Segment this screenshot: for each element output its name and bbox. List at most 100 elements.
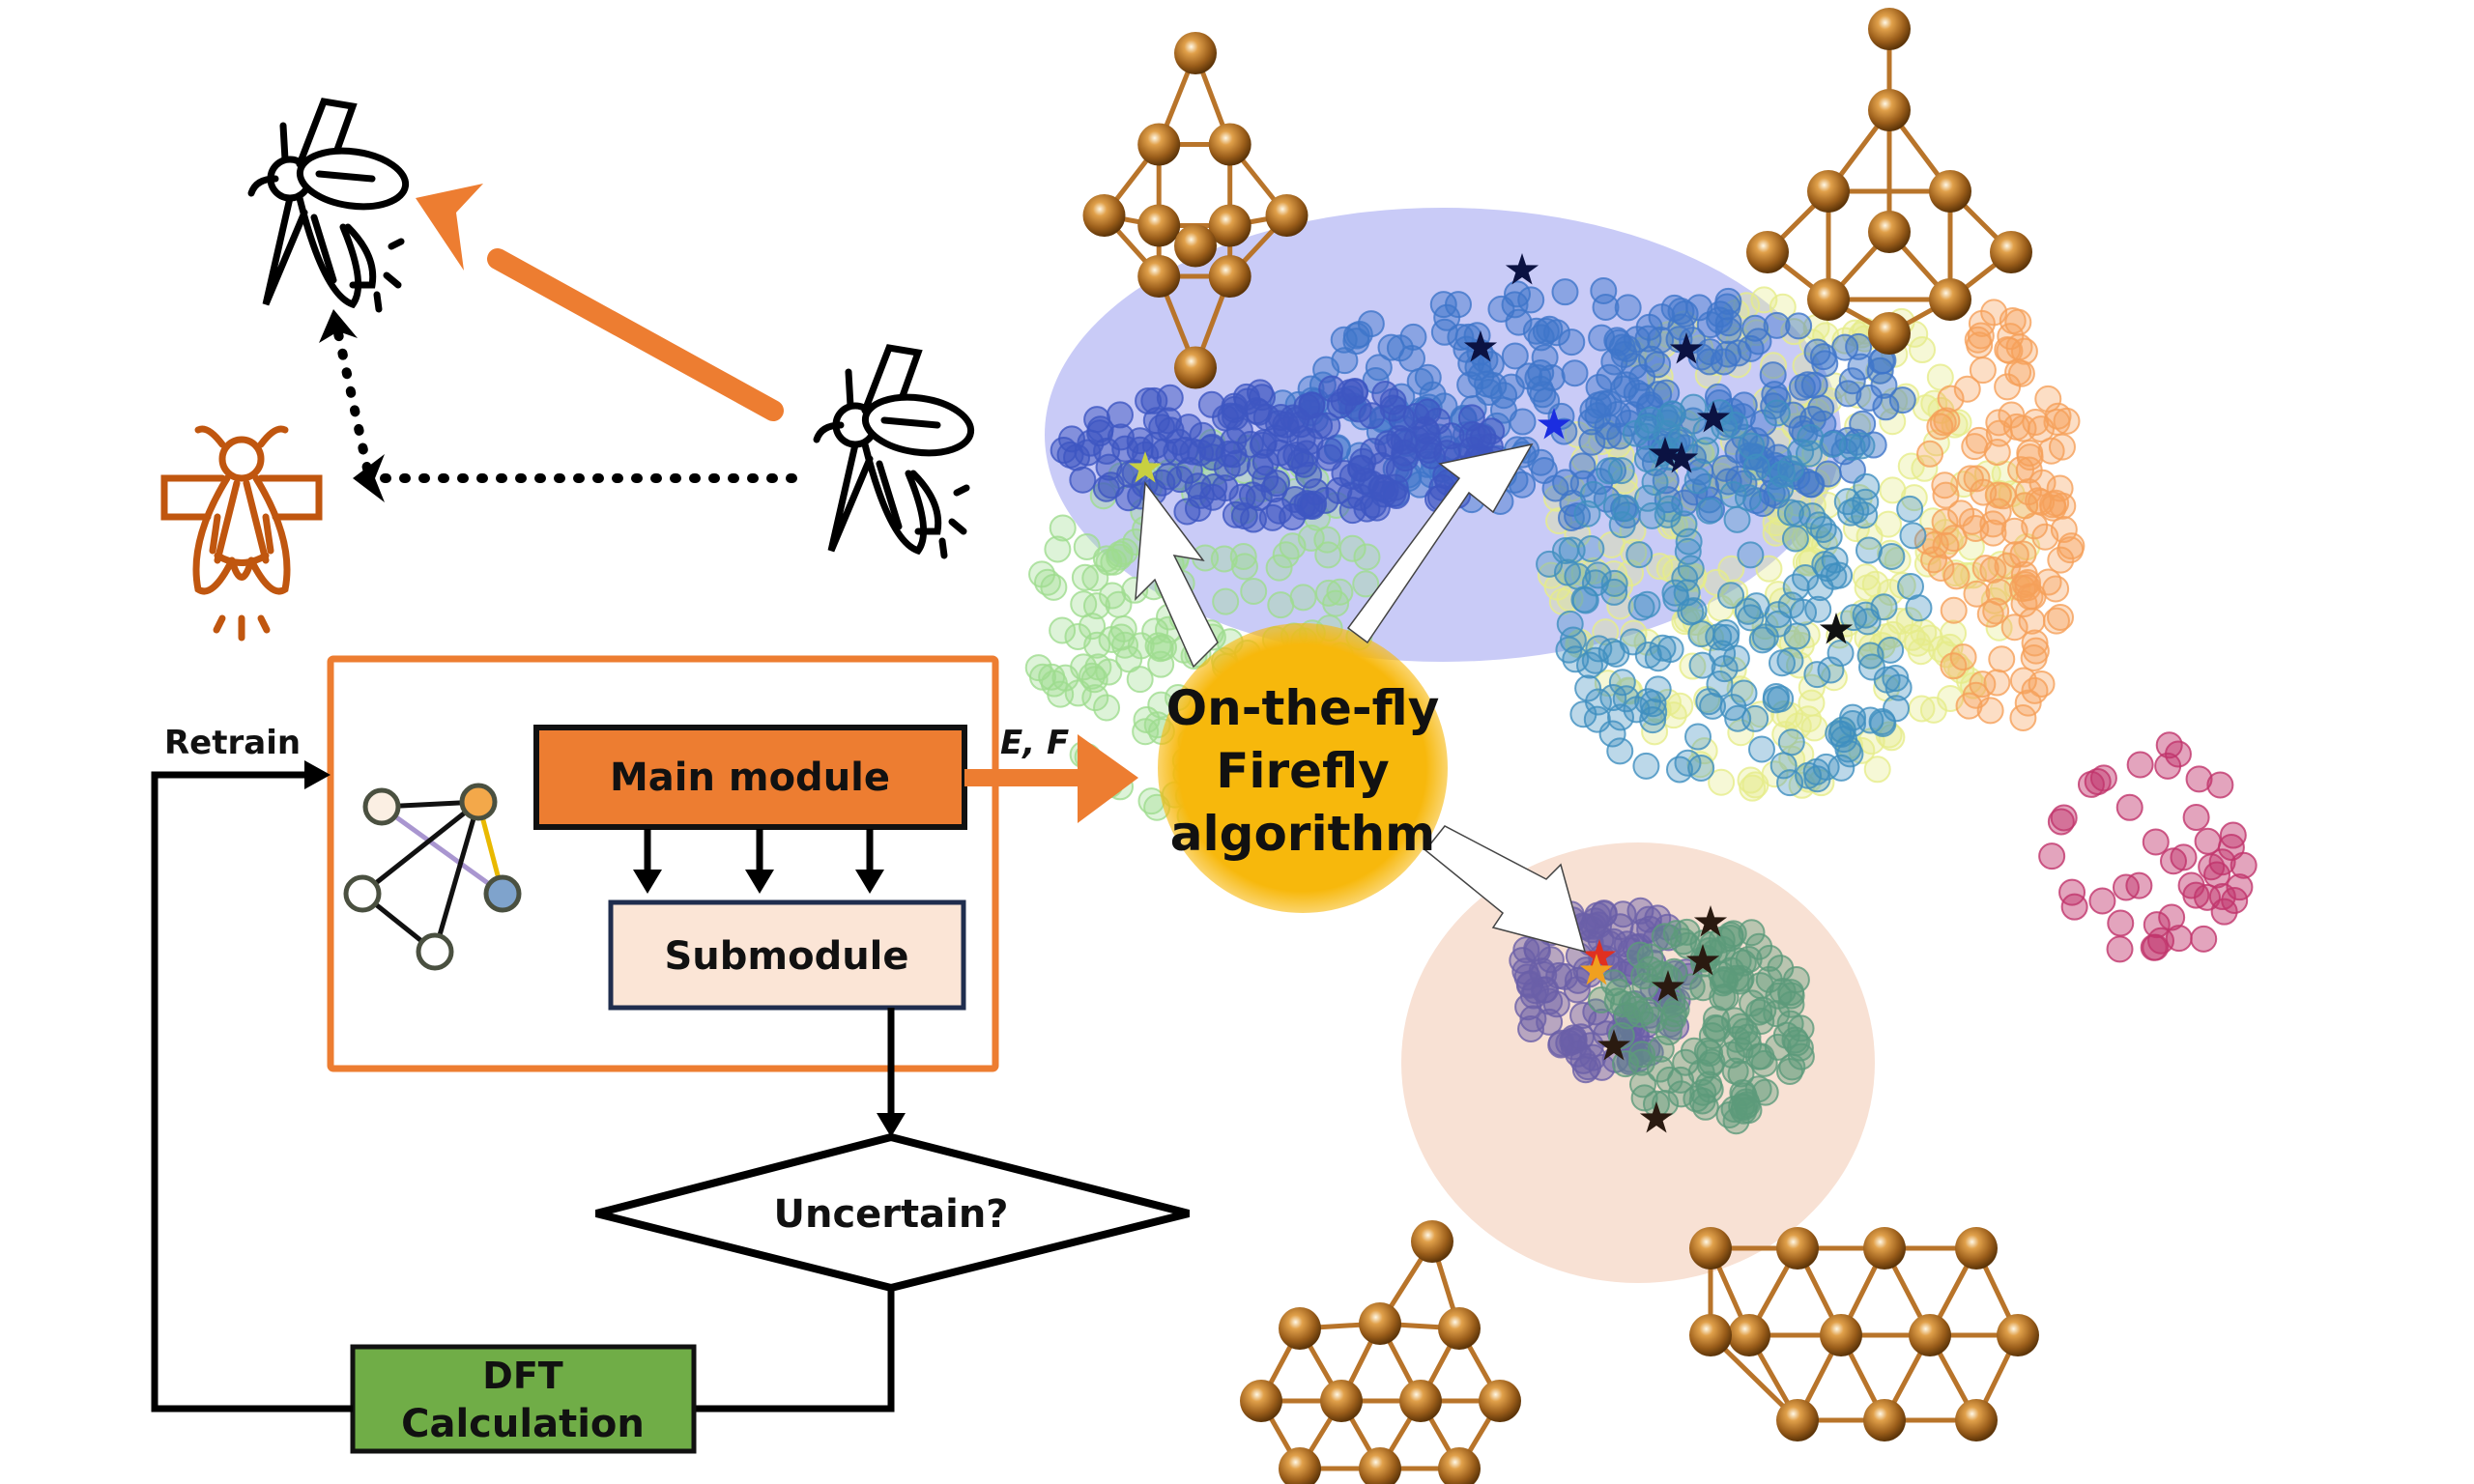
scatter-point bbox=[1737, 541, 1765, 569]
scatter-point bbox=[1674, 749, 1702, 777]
scatter-point bbox=[1606, 737, 1634, 765]
scatter-point bbox=[1415, 436, 1443, 464]
scatter-point bbox=[1985, 578, 2013, 606]
scatter-point bbox=[1576, 651, 1604, 679]
scatter-point bbox=[1630, 962, 1658, 990]
scatter-point bbox=[1523, 937, 1551, 965]
scatter-point bbox=[1141, 617, 1169, 645]
scatter-point bbox=[1592, 293, 1620, 321]
scatter-point bbox=[1386, 334, 1414, 362]
scatter-point bbox=[1969, 671, 1997, 699]
scatter-point bbox=[1826, 561, 1854, 589]
scatter-point bbox=[1958, 507, 1986, 535]
scatter-point bbox=[1755, 555, 1783, 583]
scatter-point bbox=[2155, 731, 2183, 759]
scatter-point bbox=[1658, 400, 1686, 428]
scatter-point bbox=[1551, 278, 1579, 306]
scatter-point bbox=[1932, 481, 1960, 509]
scatter-point bbox=[1445, 291, 1473, 319]
scatter-point bbox=[1640, 1006, 1668, 1034]
star-marker bbox=[1664, 442, 1699, 473]
scatter-point bbox=[1683, 723, 1712, 751]
scatter-point bbox=[1519, 1005, 1547, 1033]
scatter-point bbox=[2107, 909, 2135, 937]
scatter-point bbox=[1531, 343, 1559, 371]
scatter-point bbox=[1866, 357, 1894, 385]
scatter-point bbox=[1127, 632, 1155, 660]
retrain-loop-line bbox=[151, 771, 353, 1413]
scatter-point bbox=[1776, 1058, 1804, 1086]
scatter-point bbox=[1537, 561, 1565, 589]
scatter-point bbox=[1148, 414, 1176, 442]
scatter-point bbox=[1542, 484, 1570, 512]
scatter-point bbox=[1148, 469, 1176, 497]
scatter-point bbox=[1734, 484, 1762, 512]
scatter-point bbox=[1909, 336, 1937, 364]
scatter-point bbox=[1787, 438, 1815, 466]
scatter-point bbox=[1501, 291, 1529, 319]
scatter-point bbox=[2182, 804, 2210, 832]
copper-cluster-icon-2 bbox=[1746, 8, 2032, 355]
main-module-box bbox=[533, 725, 967, 830]
scatter-point bbox=[1477, 351, 1505, 379]
scatter-point bbox=[1358, 402, 1386, 430]
scatter-point bbox=[1406, 367, 1434, 395]
scatter-point bbox=[1556, 610, 1584, 638]
scatter-point bbox=[1095, 453, 1123, 481]
scatter-point bbox=[1839, 709, 1867, 737]
scatter-point bbox=[1931, 471, 1959, 499]
scatter-point bbox=[2177, 871, 2205, 899]
scatter-point bbox=[1695, 688, 1723, 716]
scatter-point bbox=[1613, 371, 1641, 399]
scatter-point bbox=[1424, 407, 1452, 435]
scatter-point bbox=[1988, 645, 2016, 673]
copper-cluster-icon-1 bbox=[1082, 32, 1309, 389]
scatter-point bbox=[1114, 484, 1142, 512]
scatter-point bbox=[1994, 552, 2022, 580]
scatter-point bbox=[2185, 765, 2213, 793]
scatter-point bbox=[1794, 371, 1822, 399]
scatter-point bbox=[1750, 286, 1778, 314]
scatter-point bbox=[1888, 386, 1916, 414]
scatter-point bbox=[1709, 984, 1737, 1012]
scatter-point bbox=[1599, 683, 1627, 711]
scatter-point bbox=[1585, 373, 1613, 401]
scatter-point bbox=[1838, 367, 1866, 395]
scatter-point bbox=[1165, 428, 1193, 456]
scatter-point bbox=[1785, 312, 1813, 340]
scatter-point bbox=[1552, 469, 1580, 497]
scatter-point bbox=[1558, 328, 1586, 357]
scatter-point bbox=[1695, 497, 1723, 525]
star-marker bbox=[1639, 1101, 1674, 1133]
scatter-point bbox=[1628, 363, 1656, 391]
scatter-point bbox=[1557, 503, 1585, 531]
scatter-point bbox=[2143, 911, 2171, 939]
scatter-point bbox=[1573, 499, 1601, 528]
scatter-point bbox=[1263, 470, 1291, 498]
star-marker bbox=[1685, 944, 1720, 976]
dotted-arrowhead-left bbox=[353, 454, 385, 502]
scatter-point bbox=[2020, 643, 2048, 671]
scatter-point bbox=[1654, 500, 1682, 528]
scatter-point bbox=[1627, 593, 1655, 621]
scatter-point bbox=[1872, 393, 1900, 421]
scatter-point bbox=[1942, 562, 1971, 590]
scatter-point bbox=[2005, 333, 2033, 361]
scatter-point bbox=[2190, 925, 2218, 953]
scatter-point bbox=[1073, 532, 1101, 560]
scatter-point bbox=[1629, 1070, 1657, 1099]
scatter-point bbox=[1953, 375, 1981, 403]
scatter-point bbox=[1220, 441, 1248, 469]
scatter-point bbox=[1687, 620, 1715, 648]
scatter-point bbox=[1667, 298, 1695, 326]
scatter-point bbox=[1769, 752, 1798, 780]
scatter-point bbox=[1926, 363, 1954, 391]
scatter-point bbox=[1744, 1042, 1772, 1070]
scatter-point bbox=[1314, 541, 1342, 569]
scatter-point bbox=[2007, 456, 2035, 484]
scatter-point bbox=[1625, 541, 1654, 569]
scatter-point bbox=[1711, 454, 1739, 482]
scatter-point bbox=[1603, 327, 1631, 355]
scatter-point bbox=[1501, 342, 1529, 370]
scatter-point bbox=[1787, 1014, 1815, 1042]
